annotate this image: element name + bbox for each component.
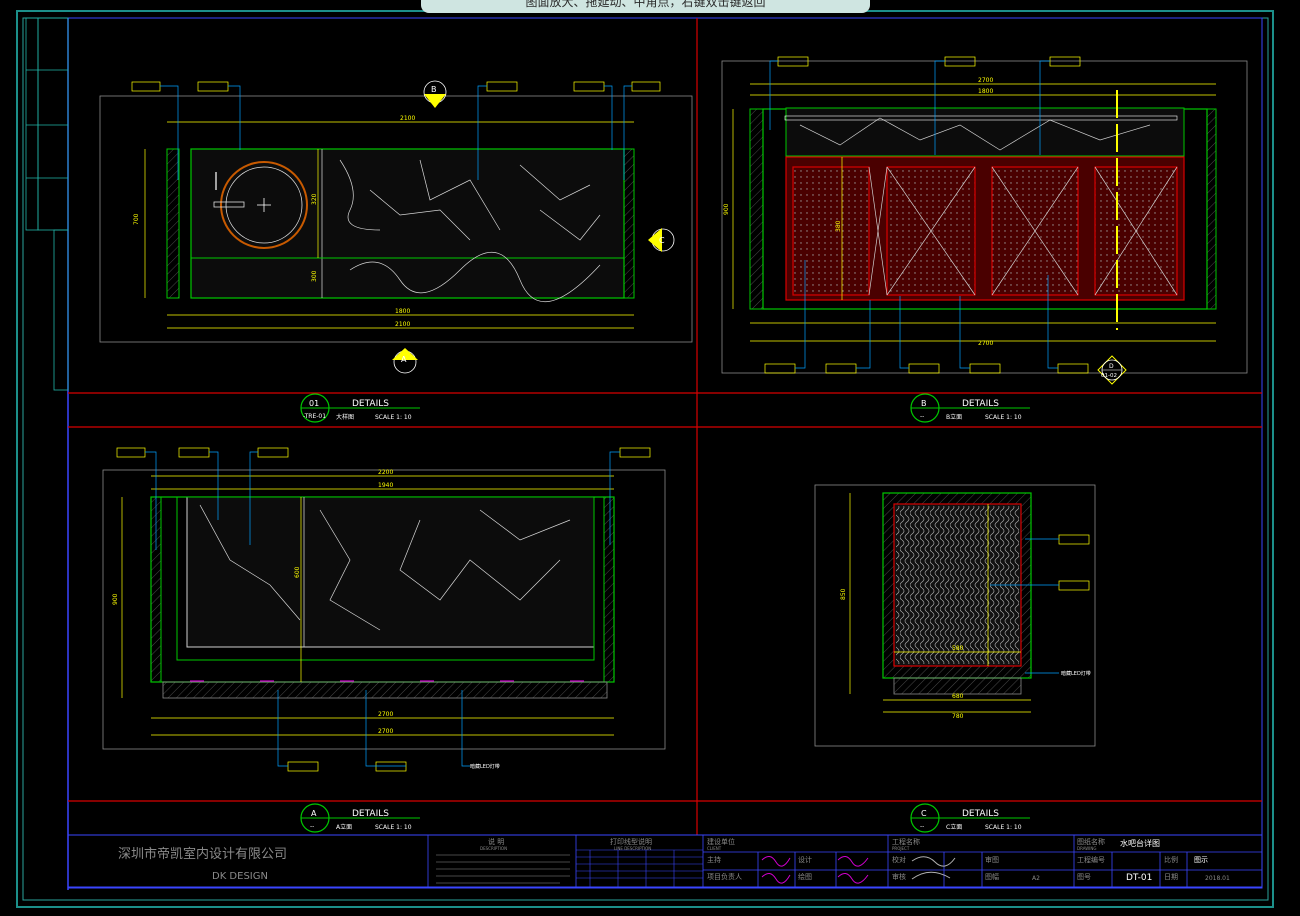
dim-d01-bottom: 2100 [395,321,410,328]
drawing-name-label: 图纸名称 [1077,837,1105,846]
label-check: 校对 [892,855,906,864]
value-drawing-number: DT-01 [1126,873,1152,883]
value-sheet-size: A2 [1032,875,1040,882]
section-marker-b-top: B [423,80,447,108]
detail-c-number: C [921,809,927,818]
detail-b-ref: -- [920,413,924,420]
detail-title-b: B -- DETAILS B立面 SCALE 1: 10 [910,393,1030,423]
view-01-elevation: 2100 1800 2100 700 320 300 [99,81,693,343]
viewport-dividers [68,18,1262,835]
project-label: 工程名称 [892,837,920,846]
line-title: 打印线型说明 [610,837,652,846]
marker-d-ref: 01-02 [1101,373,1117,379]
detail-a-ref: -- [310,823,314,830]
view-c-elevation: 850 680 780 580 暗藏LED灯带 [814,484,1096,747]
dim-da-mid: 600 [294,566,301,578]
detail-01-scale: SCALE 1: 10 [375,414,412,421]
notes-title: 说 明 [488,837,504,846]
notes-subtitle: DESCRIPTION [480,846,507,851]
signature-marks [761,856,869,884]
detail-c-subtitle: C立面 [946,823,962,831]
label-design: 设计 [798,855,812,864]
label-review-drawing: 审图 [985,855,999,864]
dim-da-bottom-a: 2700 [378,711,393,718]
drawing-name-value: 水吧台详图 [1120,838,1160,848]
detail-title-a: A -- DETAILS A立面 SCALE 1: 10 [300,803,420,833]
dim-d01-mid-a: 320 [311,193,318,205]
detail-title-c: C -- DETAILS C立面 SCALE 1: 10 [910,803,1030,833]
detail-a-scale: SCALE 1: 10 [375,824,412,831]
label-host: 主持 [707,855,721,864]
dim-d01-top: 2100 [400,115,415,122]
detail-b-heading: DETAILS [962,399,999,409]
label-drafting: 绘图 [798,872,812,881]
label-job-number: 工程编号 [1077,855,1105,864]
view-a-elevation: 2200 1940 2700 2700 900 600 暗藏LED灯带 [102,447,666,772]
detail-title-01: 01 -TRE-01 DETAILS 大样图 SCALE 1: 10 [300,393,420,423]
label-date: 日期 [1164,873,1178,881]
value-date: 2018.01 [1205,875,1230,882]
marker-d-label: D [1109,363,1114,370]
dim-da-top: 2200 [378,469,393,476]
project-label-en: PROJECT [892,846,910,851]
dim-db-top: 2700 [978,77,993,84]
dim-db-mid: 380 [835,220,842,232]
detail-b-number: B [921,399,927,408]
dim-da-height: 900 [112,593,119,605]
company-name-cn: 深圳市帝凯室内设计有限公司 [118,846,287,862]
dim-da-bottom-b: 2700 [378,728,393,735]
section-marker-c-side: C [648,228,675,252]
detail-c-heading: DETAILS [962,809,999,819]
view-b-elevation: 2700 1800 2700 900 380 [721,56,1248,374]
callout-led-a: 暗藏LED灯带 [470,763,500,770]
company-name-en: DK DESIGN [212,871,268,882]
detail-b-scale: SCALE 1: 10 [985,414,1022,421]
detail-01-ref: -TRE-01 [303,413,326,420]
callout-led-c: 暗藏LED灯带 [1061,670,1091,677]
dim-d01-mid-b: 300 [311,270,318,282]
dim-d01-height: 700 [133,213,140,225]
title-block: 深圳市帝凯室内设计有限公司 DK DESIGN 说 明 DESCRIPTION … [67,834,1263,888]
detail-a-number: A [311,809,317,818]
marker-b-label: B [431,85,437,94]
detail-c-ref: -- [920,823,924,830]
dim-db-bottom: 2700 [978,340,993,347]
label-drawing-number: 图号 [1077,873,1091,881]
section-marker-d: D 01-02 [1097,355,1127,385]
line-subtitle: LINE DESCRIPTION [614,846,651,851]
drawing-name-label-en: DRAWING [1077,846,1096,851]
dim-dc-bottom-b: 780 [952,713,964,720]
section-marker-a-bottom: A [392,348,418,374]
label-scale: 比例 [1164,855,1178,864]
label-approval: 审核 [892,872,906,881]
marker-a-label: A [401,355,407,364]
hint-banner-text: 图面放大、拖延动、中角点，右键双击键返回 [525,0,766,9]
hint-banner: 图面放大、拖延动、中角点，右键双击键返回 [421,0,870,13]
detail-b-subtitle: B立面 [946,413,962,421]
dim-d01-inner: 1800 [395,308,410,315]
dim-dc-height: 850 [840,588,847,600]
revision-strip [25,17,69,391]
label-sheet-size: 图幅 [985,872,999,881]
dim-da-inner: 1940 [378,482,393,489]
dim-db-inner: 1800 [978,88,993,95]
label-project-manager: 项目负责人 [707,872,742,881]
detail-01-subtitle: 大样图 [336,413,354,421]
client-label: 建设单位 [707,837,735,846]
detail-01-heading: DETAILS [352,399,389,409]
detail-a-subtitle: A立面 [336,823,352,831]
detail-c-scale: SCALE 1: 10 [985,824,1022,831]
detail-a-heading: DETAILS [352,809,389,819]
client-label-en: CLIENT [707,846,722,851]
value-scale: 图示 [1194,856,1208,864]
dim-dc-mid: 580 [952,645,964,652]
marker-c-label: C [659,236,665,245]
dim-dc-bottom-a: 680 [952,693,964,700]
dim-db-height: 900 [723,203,730,215]
detail-01-number: 01 [309,399,319,408]
